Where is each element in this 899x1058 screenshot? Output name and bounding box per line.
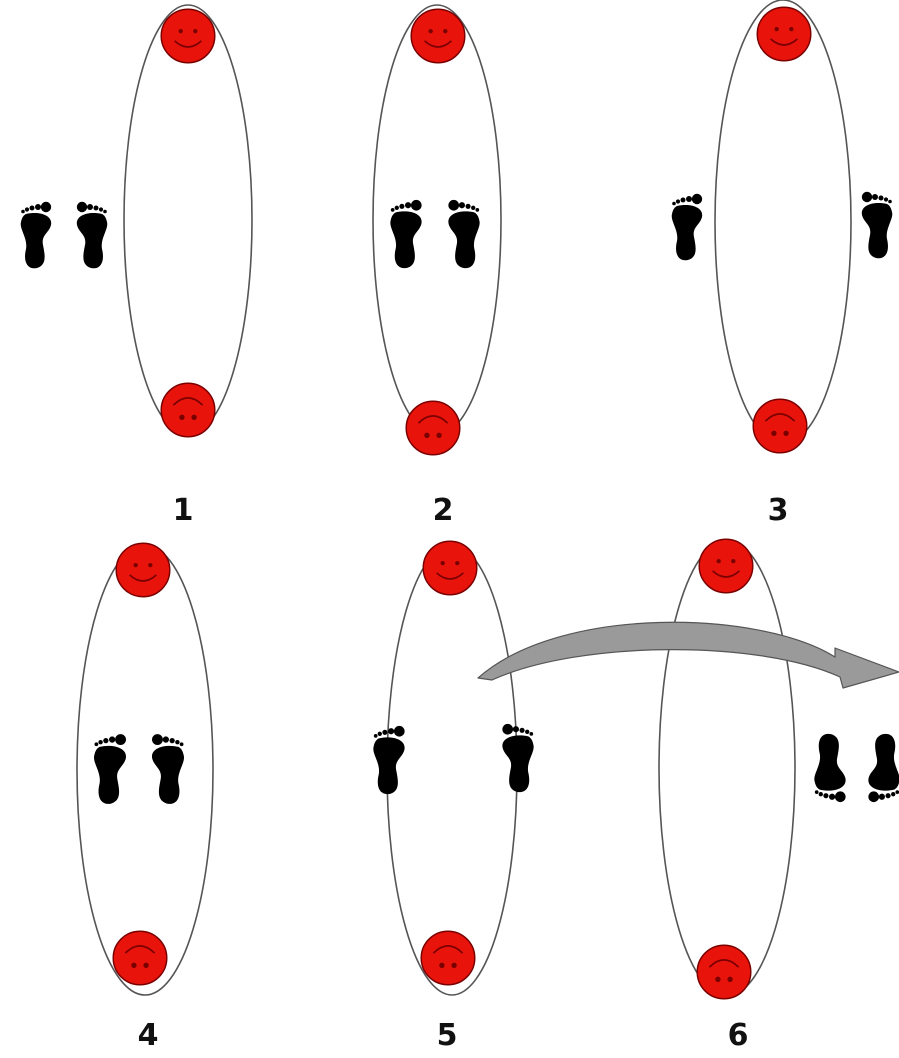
step-3: 3 — [671, 0, 893, 528]
footprint-icon — [448, 199, 480, 269]
footprint-icon — [814, 733, 846, 803]
step-2: 2 — [372, 4, 502, 528]
step-5: 5 — [373, 540, 534, 1053]
smiley-face-icon — [112, 930, 168, 986]
smiley-face-icon — [698, 538, 754, 594]
smiley-face-icon — [420, 930, 476, 986]
step-label: 6 — [728, 1018, 749, 1053]
smiley-face-icon — [115, 542, 171, 598]
smiley-face-icon — [405, 400, 461, 456]
footprint-icon — [373, 725, 405, 795]
smiley-face-icon — [160, 382, 216, 438]
step-1: 1 — [20, 4, 253, 528]
footprint-icon — [502, 723, 534, 793]
rope — [714, 0, 852, 445]
step-label: 3 — [768, 493, 789, 528]
rope — [76, 544, 214, 996]
footprint-icon — [20, 201, 52, 269]
smiley-face-icon — [160, 8, 216, 64]
rope — [386, 544, 518, 996]
footprint-icon — [861, 191, 893, 259]
step-4: 4 — [76, 542, 214, 1053]
step-label: 1 — [173, 493, 194, 528]
smiley-face-icon — [410, 8, 466, 64]
smiley-face-icon — [752, 398, 808, 454]
smiley-face-icon — [696, 944, 752, 1000]
step-label: 2 — [433, 493, 454, 528]
rope — [123, 4, 253, 436]
footprint-icon — [671, 193, 703, 261]
smiley-face-icon — [422, 540, 478, 596]
footprint-icon — [390, 199, 422, 269]
footprint-icon — [76, 201, 108, 269]
step-label: 5 — [437, 1018, 458, 1053]
smiley-face-icon — [756, 6, 812, 62]
curved-arrow-icon — [477, 621, 899, 689]
step-label: 4 — [138, 1018, 159, 1053]
footprint-icon — [151, 734, 185, 804]
rope — [658, 539, 796, 997]
footprint-icon — [868, 733, 899, 803]
footprint-icon — [93, 734, 127, 804]
step-6: 6 — [658, 538, 899, 1053]
